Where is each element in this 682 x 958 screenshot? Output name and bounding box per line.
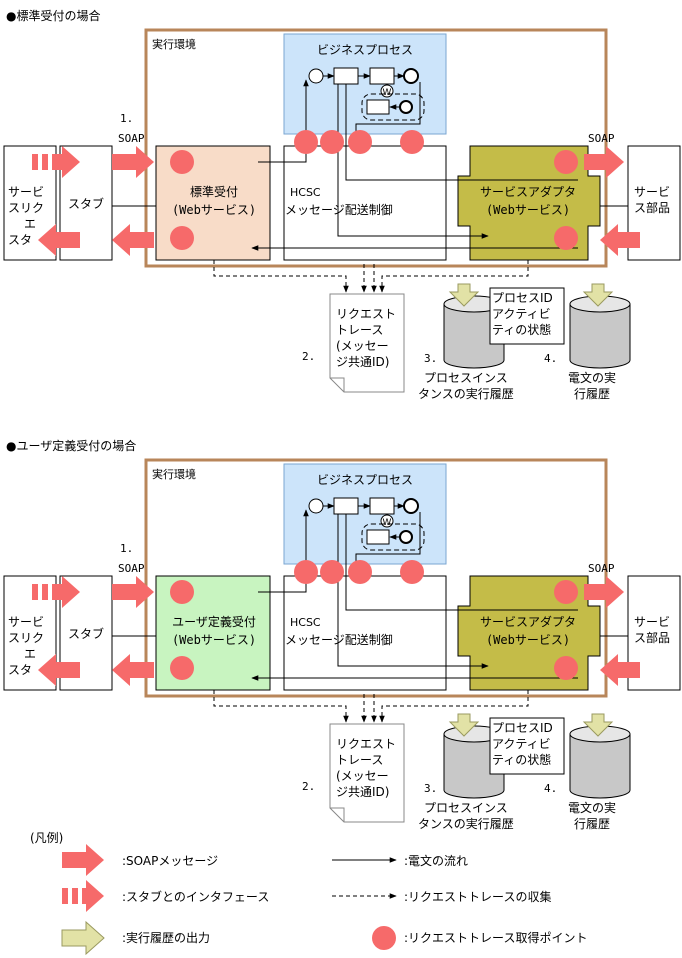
process-id-note-box xyxy=(489,717,565,775)
soap-arrow-in xyxy=(112,576,154,608)
legend: (凡例) :SOAPメッセージ :スタブとのインタフェース :実行履歴の出力 :… xyxy=(30,831,587,956)
process-instance-label: プロセスインスタンスの実行履歴 xyxy=(418,371,514,401)
process-id-note-box xyxy=(489,287,565,345)
section-template: ●標準受付の場合 実行環境 ビジネスプロセス W サービスリクエスタ xyxy=(3,8,681,401)
step-number-1: 1. xyxy=(120,542,133,555)
service-adapter-label: サービスアダプタ xyxy=(480,614,576,629)
stub-interface-arrows xyxy=(32,576,80,686)
svg-text:W: W xyxy=(383,88,392,98)
step-number-3: 3. xyxy=(424,782,437,795)
legend-soap-message: :SOAPメッセージ xyxy=(122,854,218,868)
business-process-label: ビジネスプロセス xyxy=(317,43,413,57)
step-number-3: 3. xyxy=(424,352,437,365)
soap-arrow-return xyxy=(600,224,640,256)
process-instance-label: プロセスインスタンスの実行履歴 xyxy=(418,801,514,831)
legend-stub-interface-arrow xyxy=(62,880,104,912)
exec-history-arrow-1 xyxy=(448,713,480,737)
step-number-4: 4. xyxy=(544,782,557,795)
legend-exec-history-output: :実行履歴の出力 xyxy=(122,930,210,945)
receiver-sublabel: (Webサービス) xyxy=(172,633,256,647)
trace-collection-lines xyxy=(213,690,529,723)
trace-points xyxy=(170,130,578,250)
request-trace-document xyxy=(329,293,405,393)
svg-text:W: W xyxy=(383,518,392,528)
execution-environment-label: 実行環境 xyxy=(152,467,196,481)
step-number-4: 4. xyxy=(544,352,557,365)
hcsc-sublabel: メッセージ配送制御 xyxy=(285,632,393,647)
process-flow-icon: W xyxy=(308,497,425,551)
hcsc-sublabel: メッセージ配送制御 xyxy=(285,202,393,217)
section-title: ●ユーザ定義受付の場合 xyxy=(6,438,136,453)
soap-arrow-return xyxy=(600,654,640,686)
hcsc-label: HCSC xyxy=(290,616,321,629)
stub-interface-arrows xyxy=(32,146,80,256)
hcsc-label: HCSC xyxy=(290,186,321,199)
section-standard-receiver: ●標準受付の場合 実行環境 ビジネスプロセス W サービスリクエスタ xyxy=(3,8,681,401)
soap-label-left: SOAP xyxy=(118,132,145,145)
request-trace-document xyxy=(329,723,405,823)
service-requestor-label: サービスリクエスタ xyxy=(8,615,44,677)
receiver-label: ユーザ定義受付 xyxy=(172,614,256,629)
service-adapter-sublabel: (Webサービス) xyxy=(486,203,570,217)
soap-arrows xyxy=(112,576,640,686)
service-requestor-label: サービスリクエスタ xyxy=(8,185,44,247)
trace-points xyxy=(170,560,578,680)
hcsc-box xyxy=(283,145,447,261)
legend-title: (凡例) xyxy=(30,831,63,845)
exec-history-arrow-2 xyxy=(582,713,614,737)
step-number-2: 2. xyxy=(302,350,315,363)
soap-arrow-out-left xyxy=(112,654,154,686)
section-title: ●標準受付の場合 xyxy=(6,8,100,23)
legend-trace-point-label: :リクエストトレース取得ポイント xyxy=(404,930,587,945)
legend-soap-arrow xyxy=(62,844,104,876)
request-trace-label: リクエストトレース(メッセージ共通ID) xyxy=(336,737,396,799)
legend-trace-point xyxy=(372,926,396,950)
execution-environment-label: 実行環境 xyxy=(152,37,196,51)
soap-arrow-in xyxy=(112,146,154,178)
legend-exec-history-arrow xyxy=(61,920,105,956)
receiver-label: 標準受付 xyxy=(190,184,238,199)
section-user-defined-receiver: ●ユーザ定義受付の場合 実行環境 ビジネスプロセス W サービスリクエスタ xyxy=(3,438,681,831)
telegram-history-label: 電文の実行履歴 xyxy=(568,800,616,831)
telegram-history-db xyxy=(569,295,631,369)
stub-label: スタブ xyxy=(68,626,104,641)
request-trace-label: リクエストトレース(メッセージ共通ID) xyxy=(336,307,396,369)
trace-collection-lines xyxy=(213,260,529,293)
step-number-1: 1. xyxy=(120,112,133,125)
soap-arrow-out-left xyxy=(112,224,154,256)
soap-label-left: SOAP xyxy=(118,562,145,575)
legend-telegram-flow: :電文の流れ xyxy=(404,853,468,868)
step-number-2: 2. xyxy=(302,780,315,793)
service-component-label: サービス部品 xyxy=(634,185,670,215)
soap-arrows xyxy=(112,146,640,256)
exec-history-arrow-2 xyxy=(582,283,614,307)
legend-trace-collection: :リクエストトレースの収集 xyxy=(404,889,551,904)
legend-stub-interface: :スタブとのインタフェース xyxy=(122,889,269,904)
section-template: ●ユーザ定義受付の場合 実行環境 ビジネスプロセス W サービスリクエスタ xyxy=(3,438,681,831)
soap-label-right: SOAP xyxy=(588,562,615,575)
soap-label-right: SOAP xyxy=(588,132,615,145)
telegram-history-label: 電文の実行履歴 xyxy=(568,370,616,401)
receiver-sublabel: (Webサービス) xyxy=(172,203,256,217)
soap-arrow-right xyxy=(584,146,624,178)
stub-label: スタブ xyxy=(68,196,104,211)
business-process-label: ビジネスプロセス xyxy=(317,473,413,487)
service-component-label: サービス部品 xyxy=(634,615,670,645)
service-adapter-label: サービスアダプタ xyxy=(480,184,576,199)
telegram-history-db xyxy=(569,725,631,799)
soap-arrow-right xyxy=(584,576,624,608)
exec-history-arrow-1 xyxy=(448,283,480,307)
service-adapter-sublabel: (Webサービス) xyxy=(486,633,570,647)
